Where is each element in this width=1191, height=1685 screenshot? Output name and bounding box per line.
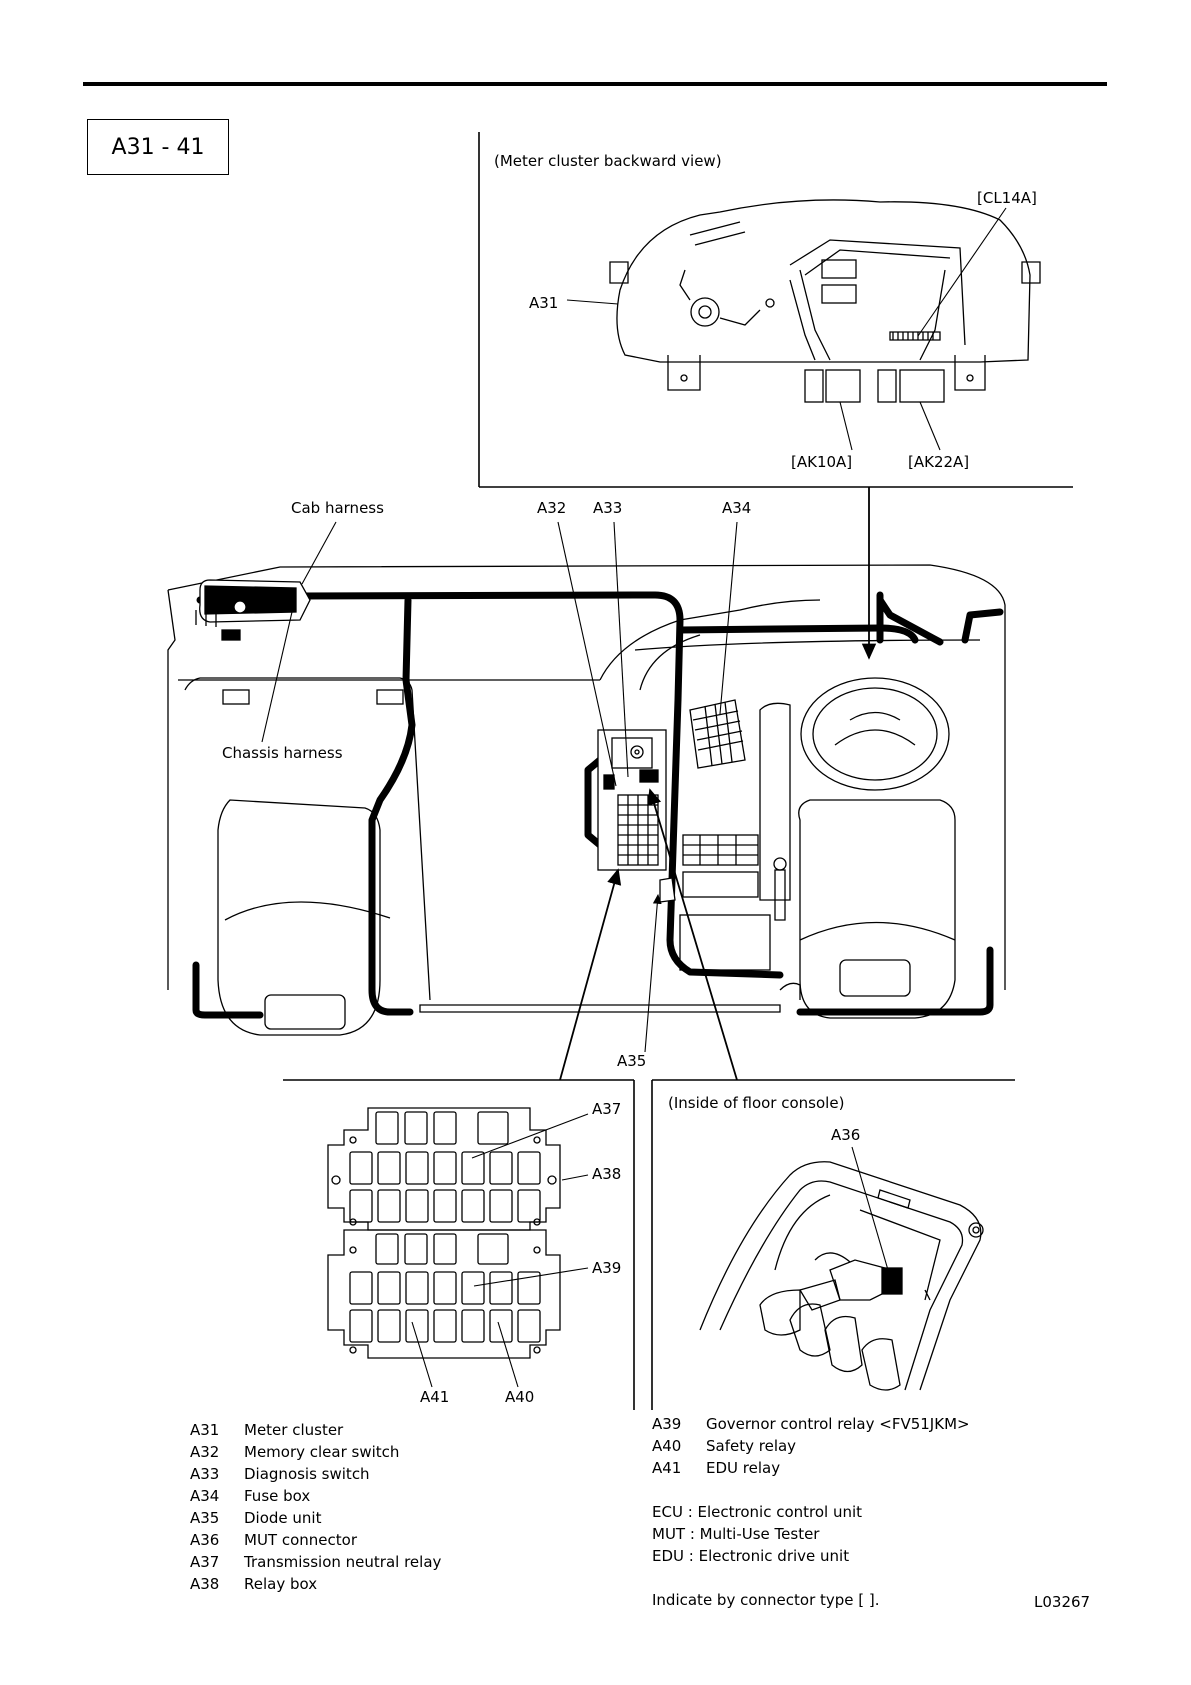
meter-cluster-drawing [609,199,1041,403]
abbrev-mut: MUT : Multi-Use Tester [652,1525,820,1543]
top-rule [83,82,1107,86]
label-a36: A36 [831,1126,861,1144]
label-ak22a: [AK22A] [908,453,970,471]
relay-box-leaders [411,1113,589,1388]
connector-type-note: Indicate by connector type [ ]. [652,1591,880,1609]
abbrev-ecu: ECU : Electronic control unit [652,1503,863,1521]
label-a41: A41 [420,1388,450,1406]
relay-box-location-arrow [559,868,622,1081]
figure-code: L03267 [1034,1593,1091,1611]
label-a34: A34 [722,499,752,517]
label-a38: A38 [592,1165,622,1183]
a35-arrow [644,893,662,1053]
label-a33: A33 [593,499,623,517]
page-id: A31 - 41 [111,134,205,160]
abbrev-edu: EDU : Electronic drive unit [652,1547,850,1565]
harness-routing [192,591,1004,1019]
relay-sockets-lower [349,1233,541,1343]
cab-leader-lines [261,521,738,787]
label-a32: A32 [537,499,567,517]
floor-console-title: (Inside of floor console) [668,1094,845,1112]
label-chassis-harness: Chassis harness [222,744,343,762]
label-a35: A35 [617,1052,647,1070]
console-location-arrow [647,788,738,1081]
relay-sockets-upper [349,1111,541,1223]
label-a40: A40 [505,1388,535,1406]
bottom-frames [283,1079,1015,1410]
meter-view-frame [478,132,1073,488]
meter-leader-lines [566,207,1007,451]
page-id-box: A31 - 41 [87,119,229,175]
label-a31: A31 [529,294,559,312]
floor-console-drawing [699,1161,984,1391]
label-cl14a: [CL14A] [977,189,1037,207]
label-a39: A39 [592,1259,622,1277]
label-a37: A37 [592,1100,622,1118]
cab-outline [167,564,1006,1036]
label-cab-harness: Cab harness [291,499,384,517]
relay-box-drawing [327,1107,561,1359]
a36-leader [851,1146,889,1271]
cab-connector-cluster [195,579,311,641]
label-ak10a: [AK10A] [791,453,853,471]
meter-view-title: (Meter cluster backward view) [494,152,722,170]
